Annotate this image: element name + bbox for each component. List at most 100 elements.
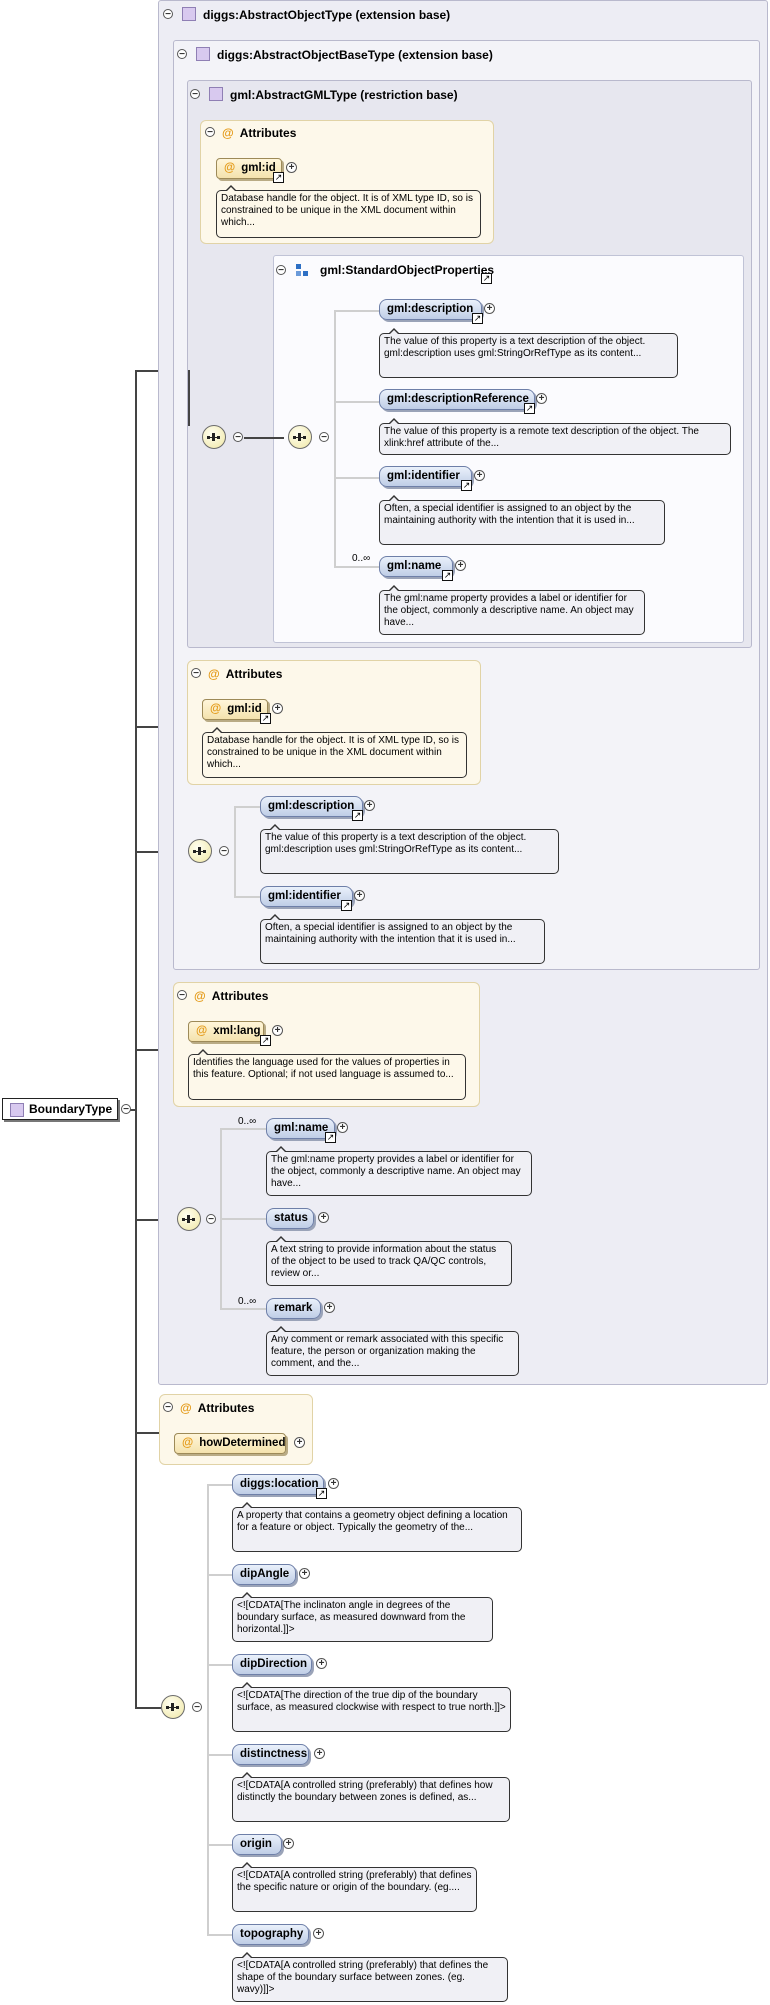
occurrence-label: 0..∞ bbox=[352, 553, 371, 564]
type-icon bbox=[196, 47, 210, 61]
element-topography[interactable]: topography bbox=[232, 1924, 309, 1945]
element-doc: The gml:name property provides a label o… bbox=[379, 585, 645, 635]
expand-plus-icon[interactable]: + bbox=[272, 1025, 283, 1036]
std-props-collapse-icon[interactable]: − bbox=[276, 265, 286, 276]
element-doc: <![CDATA[A controlled string (preferably… bbox=[232, 1952, 508, 2002]
element-gml-description[interactable]: gml:description bbox=[379, 299, 482, 320]
base-attributes-header: @Attributes bbox=[208, 667, 283, 681]
element-doc: The value of this property is a text des… bbox=[260, 824, 559, 874]
seq-collapse-icon[interactable]: − bbox=[233, 432, 243, 443]
reference-arrow-icon[interactable]: ↗ bbox=[260, 713, 271, 724]
attribute-doc: Database handle for the object. It is of… bbox=[216, 185, 481, 238]
seq-collapse-icon[interactable]: − bbox=[319, 432, 329, 443]
expand-plus-icon[interactable]: + bbox=[316, 1658, 327, 1669]
root-trunk bbox=[135, 370, 137, 1708]
element-gml-identifier[interactable]: gml:identifier bbox=[379, 466, 472, 487]
branch-7 bbox=[135, 1707, 161, 1709]
element-origin[interactable]: origin bbox=[232, 1834, 282, 1855]
expand-plus-icon[interactable]: + bbox=[286, 162, 297, 173]
element-doc: Often, a special identifier is assigned … bbox=[379, 495, 665, 545]
std-props-tree-stub bbox=[334, 566, 379, 568]
boundary-seq-tree-stub bbox=[207, 1934, 232, 1936]
attribute-gml-id[interactable]: @gml:id bbox=[202, 699, 268, 720]
expand-plus-icon[interactable]: + bbox=[536, 393, 547, 404]
reference-arrow-icon[interactable]: ↗ bbox=[273, 172, 284, 183]
root-collapse-icon[interactable]: − bbox=[121, 1104, 131, 1115]
reference-arrow-icon[interactable]: ↗ bbox=[524, 403, 535, 414]
expand-plus-icon[interactable]: + bbox=[474, 470, 485, 481]
reference-arrow-icon[interactable]: ↗ bbox=[341, 900, 352, 911]
element-dip-direction[interactable]: dipDirection bbox=[232, 1654, 312, 1675]
root-connector bbox=[128, 1109, 136, 1111]
reference-arrow-icon[interactable]: ↗ bbox=[325, 1132, 336, 1143]
expand-plus-icon[interactable]: + bbox=[313, 1928, 324, 1939]
expand-plus-icon[interactable]: + bbox=[318, 1212, 329, 1223]
seq-collapse-icon[interactable]: − bbox=[206, 1214, 216, 1225]
expand-plus-icon[interactable]: + bbox=[328, 1478, 339, 1489]
element-diggs-location[interactable]: diggs:location bbox=[232, 1474, 324, 1495]
expand-plus-icon[interactable]: + bbox=[314, 1748, 325, 1759]
occurrence-label: 0..∞ bbox=[238, 1296, 257, 1307]
element-doc: Often, a special identifier is assigned … bbox=[260, 914, 545, 964]
sequence-compositor-icon[interactable] bbox=[202, 425, 226, 449]
boundary-attributes-collapse-icon[interactable]: − bbox=[163, 1402, 173, 1413]
element-gml-description[interactable]: gml:description bbox=[260, 796, 363, 817]
std-props-tree-stub bbox=[334, 401, 379, 403]
root-element[interactable]: BoundaryType bbox=[2, 1098, 118, 1120]
element-dip-angle[interactable]: dipAngle bbox=[232, 1564, 296, 1585]
element-doc: <![CDATA[The inclinaton angle in degrees… bbox=[232, 1592, 493, 1642]
expand-plus-icon[interactable]: + bbox=[272, 703, 283, 714]
element-gml-identifier[interactable]: gml:identifier bbox=[260, 886, 353, 907]
boundary-seq-tree-line bbox=[207, 1484, 209, 1934]
sequence-compositor-icon[interactable] bbox=[188, 839, 212, 863]
boundary-attributes-header: @Attributes bbox=[180, 1401, 255, 1415]
sequence-compositor-icon[interactable] bbox=[161, 1695, 185, 1719]
reference-arrow-icon[interactable]: ↗ bbox=[316, 1488, 327, 1499]
seq-collapse-icon[interactable]: − bbox=[219, 846, 229, 857]
expand-plus-icon[interactable]: + bbox=[324, 1302, 335, 1313]
expand-plus-icon[interactable]: + bbox=[455, 560, 466, 571]
reference-arrow-icon[interactable]: ↗ bbox=[260, 1035, 271, 1046]
expand-plus-icon[interactable]: + bbox=[354, 890, 365, 901]
sequence-compositor-icon[interactable] bbox=[288, 425, 312, 449]
boundary-seq-tree-stub bbox=[207, 1664, 232, 1666]
expand-plus-icon[interactable]: + bbox=[484, 303, 495, 314]
expand-plus-icon[interactable]: + bbox=[337, 1122, 348, 1133]
expand-plus-icon[interactable]: + bbox=[364, 800, 375, 811]
element-doc: <![CDATA[The direction of the true dip o… bbox=[232, 1682, 511, 1732]
abstract-object-collapse-icon[interactable]: − bbox=[163, 9, 173, 20]
abstract-gml-collapse-icon[interactable]: − bbox=[190, 89, 200, 100]
gml-attributes-collapse-icon[interactable]: − bbox=[205, 127, 215, 138]
reference-arrow-icon[interactable]: ↗ bbox=[472, 313, 483, 324]
attribute-xml-lang[interactable]: @xml:lang bbox=[188, 1021, 264, 1042]
obj-seq-tree-stub bbox=[220, 1218, 266, 1220]
reference-arrow-icon[interactable]: ↗ bbox=[352, 810, 363, 821]
abstract-object-base-collapse-icon[interactable]: − bbox=[177, 49, 187, 60]
root-label: BoundaryType bbox=[29, 1102, 113, 1116]
element-gml-description-reference[interactable]: gml:descriptionReference bbox=[379, 389, 535, 410]
element-doc: The value of this property is a text des… bbox=[379, 328, 678, 378]
type-icon bbox=[182, 7, 196, 21]
element-gml-name[interactable]: gml:name bbox=[379, 556, 453, 577]
attribute-how-determined[interactable]: @howDetermined bbox=[174, 1433, 286, 1454]
expand-plus-icon[interactable]: + bbox=[294, 1437, 305, 1448]
expand-plus-icon[interactable]: + bbox=[283, 1838, 294, 1849]
expand-plus-icon[interactable]: + bbox=[299, 1568, 310, 1579]
type-icon bbox=[209, 87, 223, 101]
element-distinctness[interactable]: distinctness bbox=[232, 1744, 309, 1765]
reference-arrow-icon[interactable]: ↗ bbox=[461, 480, 472, 491]
seq-collapse-icon[interactable]: − bbox=[192, 1702, 202, 1713]
base-attributes-collapse-icon[interactable]: − bbox=[191, 668, 201, 679]
object-attributes-collapse-icon[interactable]: − bbox=[177, 990, 187, 1001]
std-props-tree-line bbox=[334, 310, 336, 566]
reference-arrow-icon[interactable]: ↗ bbox=[481, 273, 492, 284]
reference-arrow-icon[interactable]: ↗ bbox=[442, 570, 453, 581]
attribute-gml-id[interactable]: @gml:id bbox=[216, 158, 282, 179]
element-status[interactable]: status bbox=[266, 1208, 314, 1229]
boundary-seq-tree-stub bbox=[207, 1484, 232, 1486]
sequence-compositor-icon[interactable] bbox=[177, 1207, 201, 1231]
abstract-object-base-header: diggs:AbstractObjectBaseType (extension … bbox=[196, 47, 493, 62]
element-gml-name[interactable]: gml:name bbox=[266, 1118, 335, 1139]
element-remark[interactable]: remark bbox=[266, 1298, 321, 1319]
boundary-seq-tree-stub bbox=[207, 1754, 232, 1756]
